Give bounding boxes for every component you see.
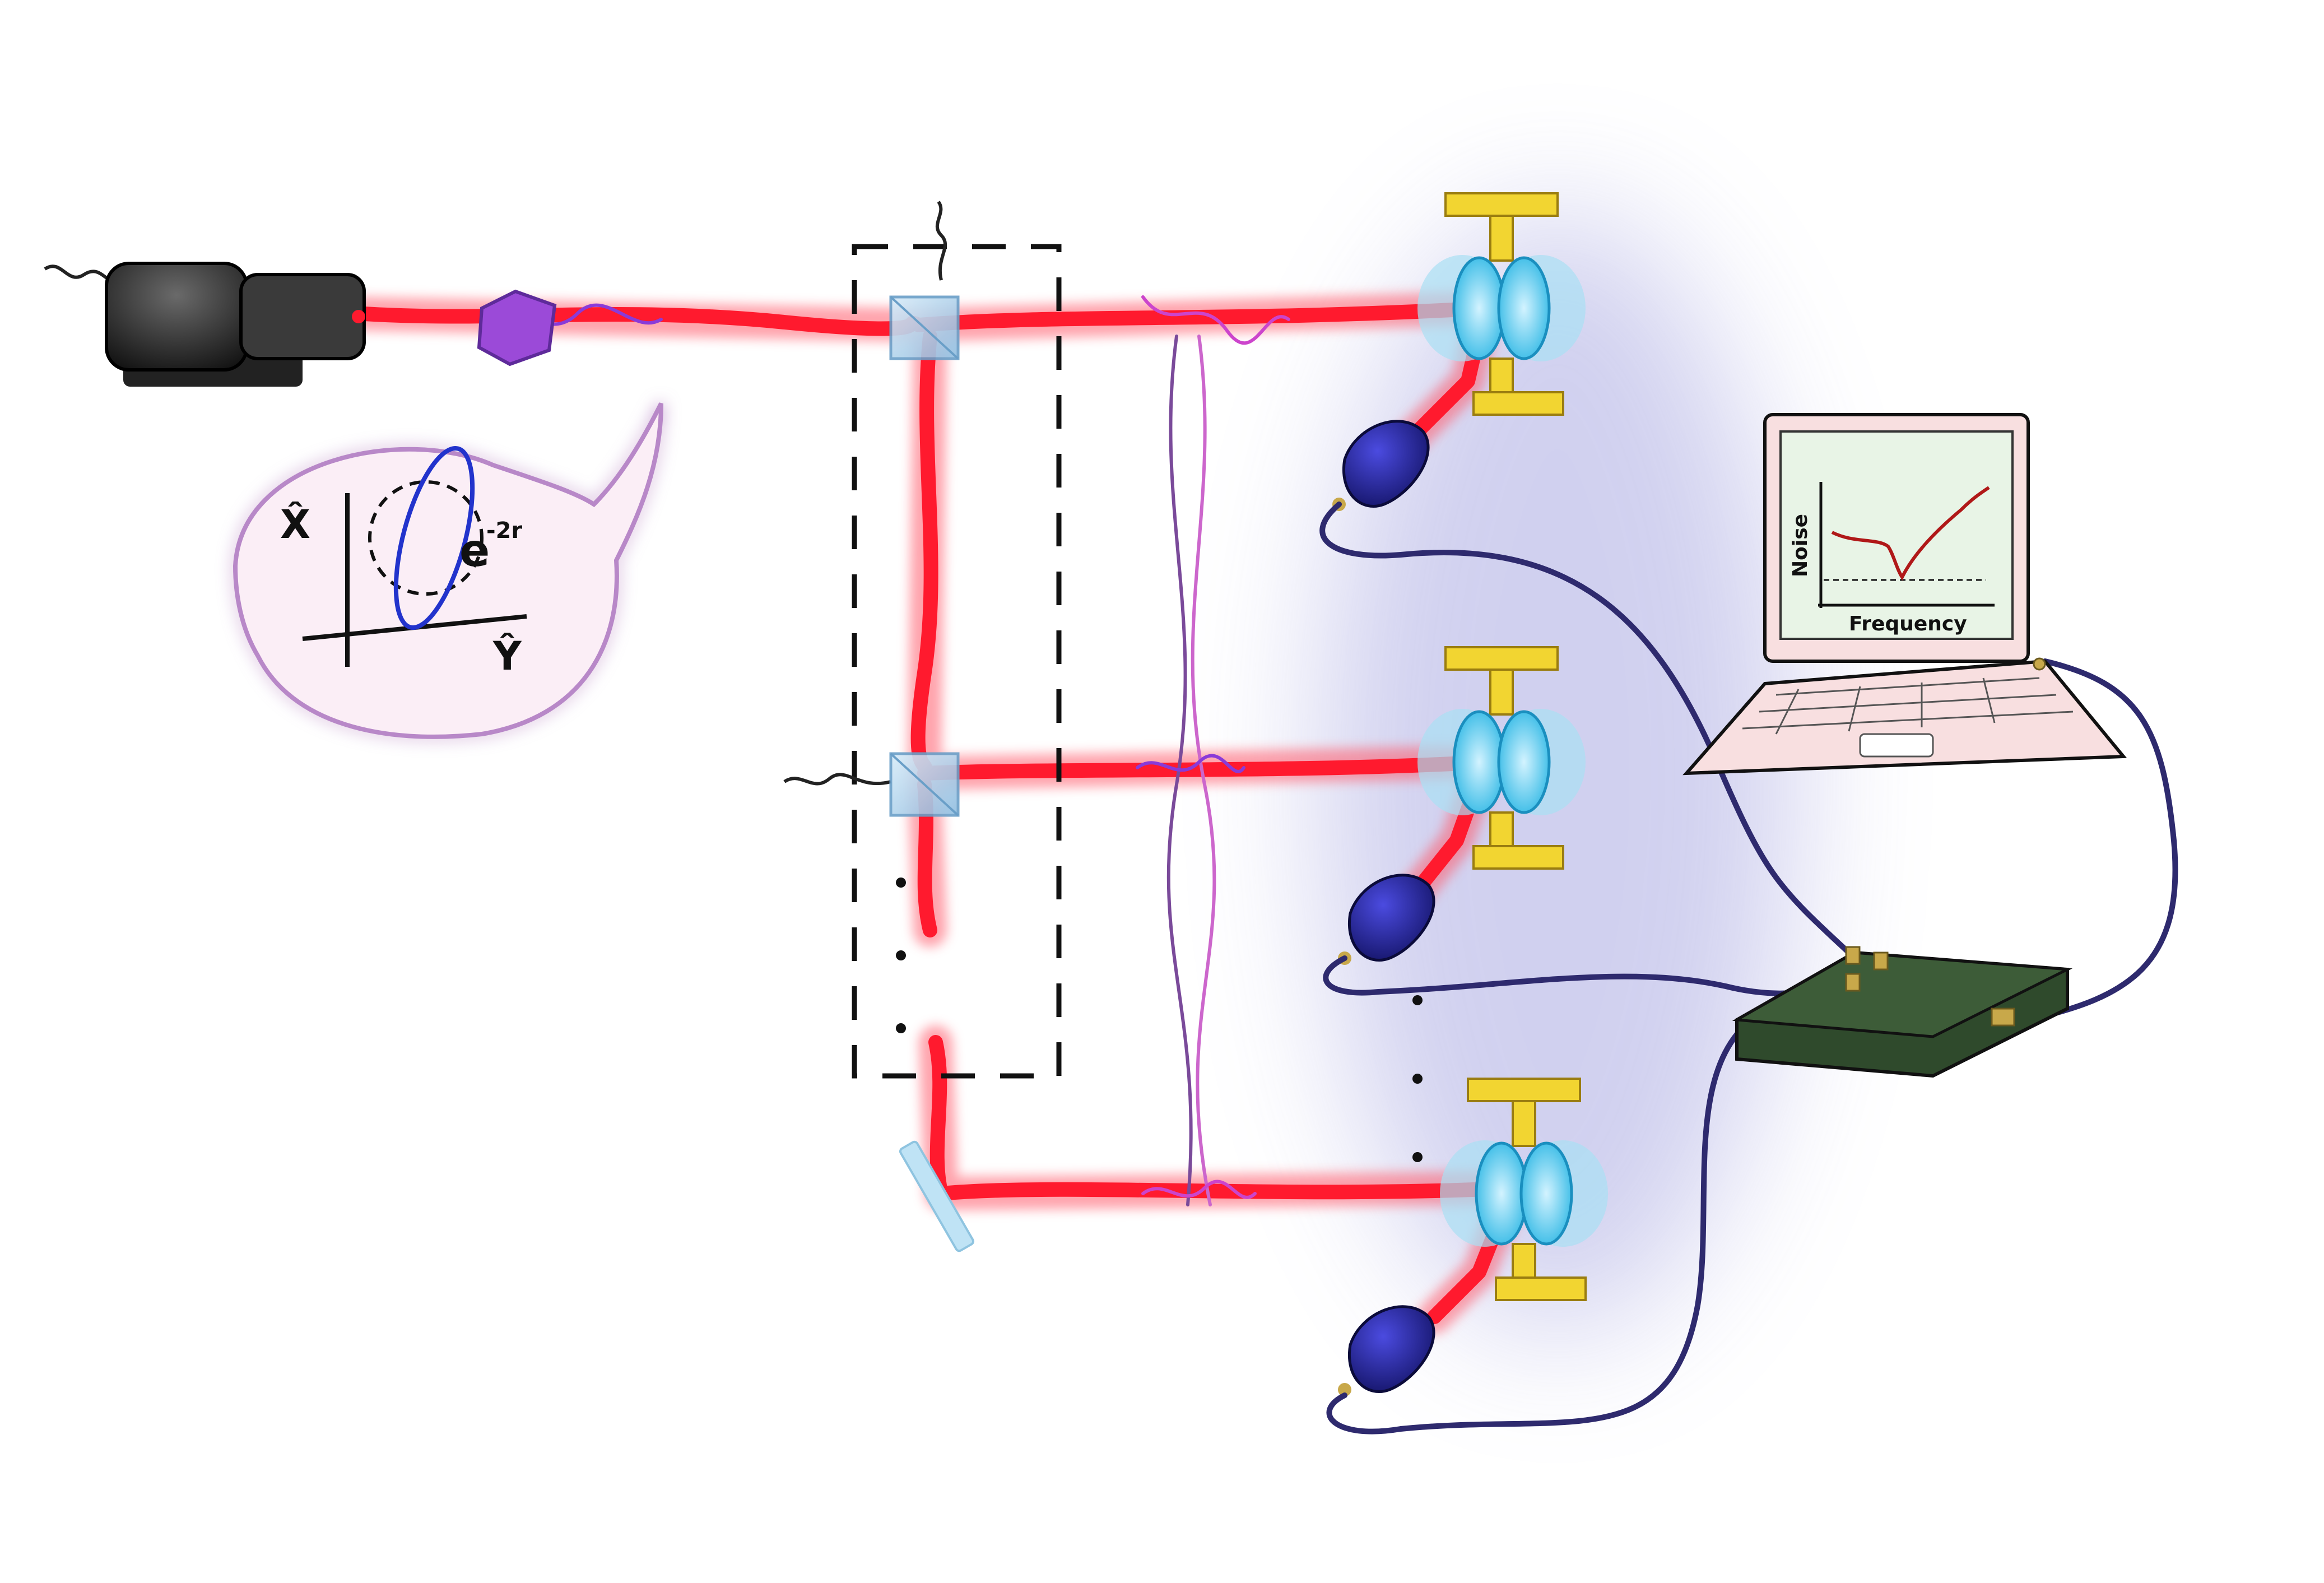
laser-source — [44, 262, 366, 387]
squeeze-factor-label: e — [459, 524, 490, 577]
squeezing-wave-lines — [491, 295, 1290, 1206]
beam-splitter-cube — [889, 752, 960, 817]
screen-y-label: Noise — [1789, 514, 1812, 577]
photodetector — [1332, 420, 1430, 511]
laptop-screen — [1779, 430, 2014, 640]
cavity-unit-1 — [1332, 192, 1586, 511]
noise-spectrum-curve — [1831, 486, 1990, 581]
laptop-touchpad — [1859, 733, 1934, 758]
laptop: Noise Frequency — [1682, 413, 2127, 776]
cavity-continuation-dots — [1412, 995, 1423, 1162]
vacuum-circle — [368, 480, 484, 596]
cavity-unit-3 — [1338, 1078, 1608, 1396]
beam-splitter-cube — [889, 295, 960, 360]
bubble-axis-x-label: X̂ — [280, 502, 310, 547]
beam-splitter-array-box — [783, 201, 1062, 1079]
continuation-dots — [896, 878, 906, 1033]
laptop-keyboard-base — [1682, 659, 2127, 776]
photodetector — [1338, 1305, 1435, 1396]
photodetector — [1338, 874, 1435, 965]
bubble-axis-y-label: Ŷ — [492, 633, 522, 679]
squeezed-state-bubble: X̂ Ŷ e -2r — [233, 402, 663, 739]
acquisition-box — [1732, 946, 2073, 1078]
squeezed-ellipse — [393, 445, 475, 630]
squeeze-factor-exponent: -2r — [486, 518, 522, 544]
cavity-unit-2 — [1338, 646, 1586, 965]
screen-x-label: Frequency — [1849, 612, 1967, 635]
mirror — [899, 1140, 975, 1252]
nonlinear-crystal — [477, 289, 557, 366]
